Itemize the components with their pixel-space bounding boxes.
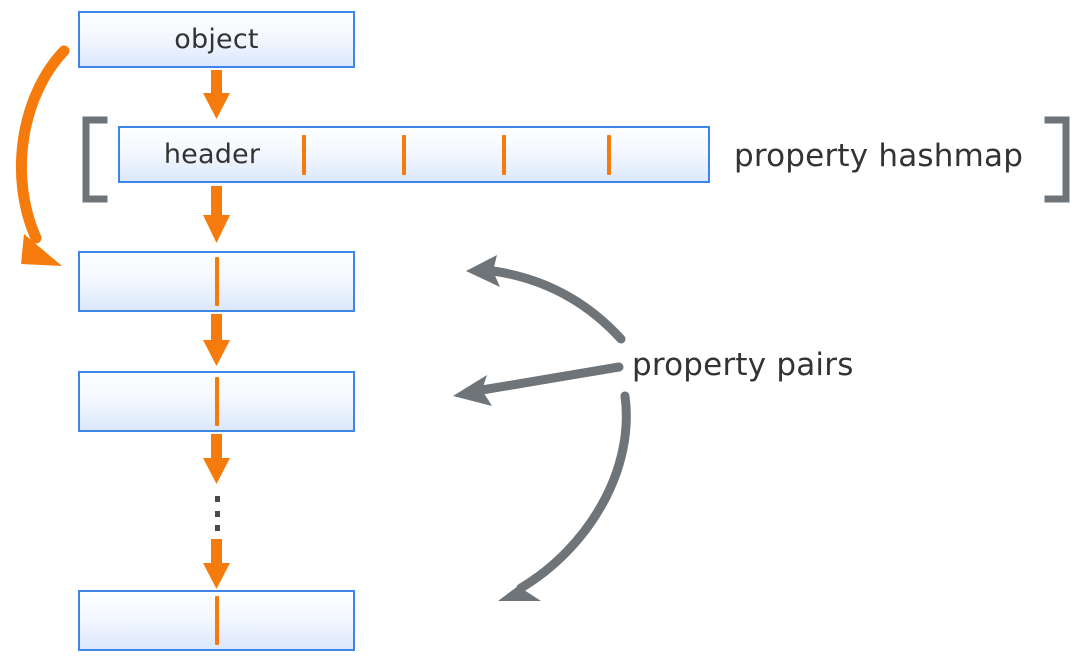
ellipsis-dot-3 xyxy=(215,525,220,531)
object-box-label: object xyxy=(174,24,259,55)
hashmap-slot-tick-1 xyxy=(302,135,306,175)
hashmap-left-bracket xyxy=(82,116,108,203)
flow-arrow-object-to-header xyxy=(203,70,230,119)
ellipsis-dot-2 xyxy=(215,511,220,517)
property-hashmap-label: property hashmap xyxy=(734,138,1024,174)
ellipsis-dot-1 xyxy=(215,496,220,502)
header-box-label: header xyxy=(163,139,261,170)
hashmap-slot-tick-4 xyxy=(607,135,611,175)
property-pairs-arrow-middle xyxy=(453,362,624,406)
hashmap-slot-tick-2 xyxy=(402,135,406,175)
flow-arrow-header-to-pair1 xyxy=(203,186,230,243)
property-pair-divider-n xyxy=(215,596,219,645)
hashmap-slot-tick-3 xyxy=(502,135,506,175)
property-pairs-arrow-upper xyxy=(466,255,626,344)
flow-arrow-pair2-to-ellipsis xyxy=(203,434,230,484)
property-pairs-label: property pairs xyxy=(632,347,854,383)
property-pair-divider-2 xyxy=(215,377,219,426)
flow-arrow-ellipsis-to-pairn xyxy=(203,539,230,589)
object-to-pairs-curved-arrow xyxy=(15,45,70,266)
hashmap-right-bracket xyxy=(1044,116,1070,203)
property-pairs-arrow-lower xyxy=(498,391,631,601)
header-box: header xyxy=(118,126,710,183)
property-pair-divider-1 xyxy=(215,257,219,306)
flow-arrow-pair1-to-pair2 xyxy=(203,314,230,366)
object-box: object xyxy=(78,11,355,68)
